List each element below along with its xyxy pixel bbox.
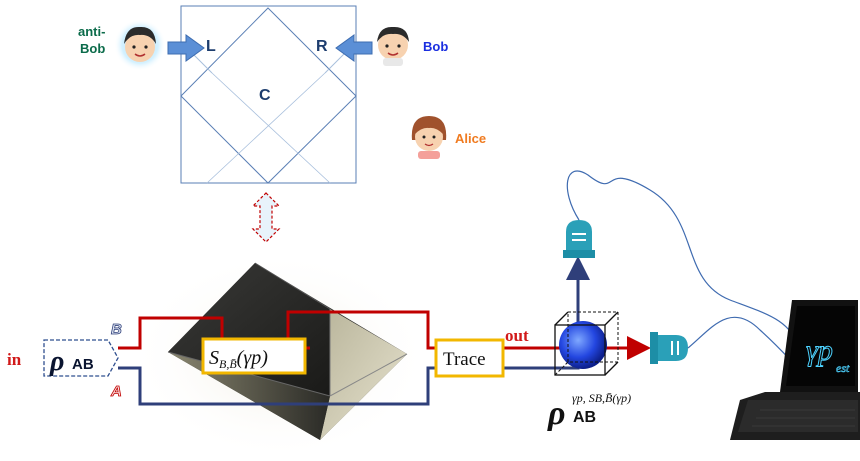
wire-a-label: A xyxy=(110,383,122,400)
detector-icon xyxy=(650,332,688,364)
port-right-label: R xyxy=(316,38,328,55)
input-state-subscript: AB xyxy=(72,356,94,373)
input-state-box xyxy=(43,339,119,377)
laptop-icon xyxy=(730,300,860,440)
input-label: in xyxy=(7,350,22,369)
detector-icon xyxy=(563,220,595,258)
double-arrow-icon xyxy=(251,192,281,243)
output-label: out xyxy=(505,326,529,345)
anti-bob-label: anti- Bob xyxy=(78,24,109,56)
trace-box xyxy=(434,338,505,378)
trace-label: Trace xyxy=(443,349,486,370)
bob-label: Bob xyxy=(423,39,448,54)
left-input-arrow-icon xyxy=(167,34,205,62)
port-left-label: L xyxy=(206,38,216,55)
alice-avatar-icon xyxy=(411,116,447,159)
port-center-label: C xyxy=(259,87,271,104)
output-state-cube xyxy=(554,311,619,376)
bob-avatar-icon xyxy=(377,26,409,66)
wire-b-label: B xyxy=(111,321,122,338)
interferometer-square xyxy=(180,5,357,184)
output-state-subscript: AB xyxy=(573,409,596,426)
estimate-subscript: est xyxy=(836,361,850,375)
operation-label: SB,B̄(γp) xyxy=(209,347,268,371)
output-state-symbol: ρ xyxy=(547,395,566,432)
estimate-label: γp xyxy=(806,334,833,367)
alice-label: Alice xyxy=(455,131,486,146)
input-state-symbol: ρ xyxy=(49,346,64,377)
operation-box xyxy=(201,337,307,375)
right-input-arrow-icon xyxy=(335,34,373,62)
output-state-superscript: γp, SB,B̄(γp) xyxy=(572,391,631,405)
anti-bob-avatar-icon xyxy=(114,19,166,71)
